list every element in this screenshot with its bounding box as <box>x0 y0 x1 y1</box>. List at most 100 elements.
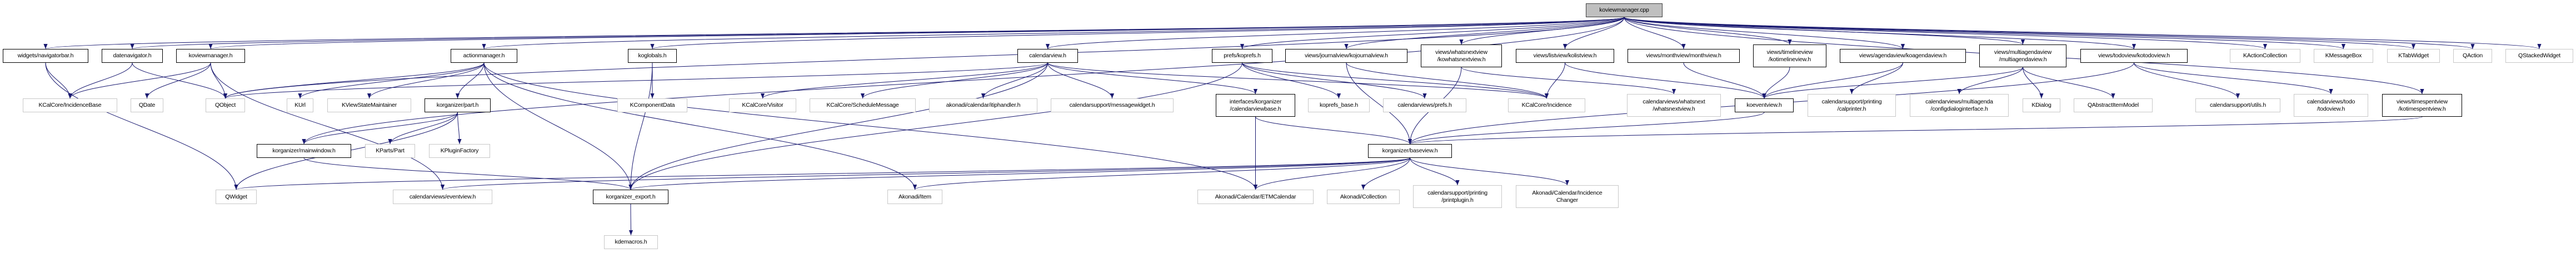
edge-baseview-to-export <box>628 157 1410 190</box>
edge-calview-to-cvbase <box>1047 62 1257 95</box>
graph-node-qstacked: QStackedWidget <box>2505 49 2573 63</box>
edge-koprefs-to-incidence <box>1242 62 1549 99</box>
edge-koglobals-to-export <box>628 62 653 190</box>
edge-cpp-to-journal <box>1344 17 1625 49</box>
edge-whatsnext-to-wnview <box>1461 67 1676 95</box>
edge-cpp-to-todoview <box>1624 17 2136 49</box>
graph-node-kcompdata: KComponentData <box>617 98 687 112</box>
graph-node-datenav[interactable]: datenavigator.h <box>102 49 163 63</box>
edge-cpp-to-agenda <box>1624 17 1905 49</box>
graph-node-whatsnext[interactable]: views/whatsnextview /kowhatsnextview.h <box>1421 44 1502 67</box>
graph-node-mainwin[interactable]: korganizer/mainwindow.h <box>257 144 351 158</box>
graph-node-kvsm: KViewStateMaintainer <box>327 98 411 112</box>
edge-actmgr-to-part <box>455 62 485 99</box>
graph-node-itip: akonadi/calendar/itiphandler.h <box>929 98 1037 112</box>
graph-node-monthview[interactable]: views/monthview/monthview.h <box>1628 49 1740 63</box>
edge-navbar-to-incbase <box>45 62 72 99</box>
graph-node-wnview: calendarviews/whatsnext /whatsnextview.h <box>1627 94 1721 117</box>
graph-node-csutils: calendarsupport/utils.h <box>2195 98 2280 112</box>
graph-node-navbar[interactable]: widgets/navigatorbar.h <box>3 49 88 63</box>
edge-cpp-to-kactcoll <box>1624 17 2267 49</box>
graph-node-journal[interactable]: views/journalview/kojournalview.h <box>1285 49 1407 63</box>
graph-node-akcoll: Akonadi/Collection <box>1327 190 1400 204</box>
edge-cpp-to-whatsnext <box>1459 17 1625 45</box>
edge-calview-to-msgwidget <box>1047 62 1115 99</box>
graph-node-todoview[interactable]: views/todoview/kotodoview.h <box>2080 49 2188 63</box>
graph-node-cfgdlg: calendarviews/multiagenda /configdialogi… <box>1910 94 2009 117</box>
edge-todoview-to-cvtodo <box>2134 62 2333 95</box>
graph-node-qdate: QDate <box>131 98 163 112</box>
edge-part-to-kplugin <box>457 112 462 145</box>
graph-node-eventview: calendarviews/eventview.h <box>393 190 492 204</box>
graph-node-kactcoll: KActionCollection <box>2230 49 2300 63</box>
graph-node-koevent[interactable]: koeventview.h <box>1735 98 1794 112</box>
graph-node-agenda[interactable]: views/agendaview/koagendaview.h <box>1840 49 1966 63</box>
graph-node-timeline[interactable]: views/timelineview /kotimelineview.h <box>1753 44 1826 67</box>
edge-listview-to-incidence <box>1544 62 1565 99</box>
graph-node-koprefs[interactable]: prefs/koprefs.h <box>1212 49 1272 63</box>
graph-node-cvprefs: calendarviews/prefs.h <box>1383 98 1466 112</box>
edge-navbar-to-qwidget <box>45 62 238 190</box>
graph-node-export[interactable]: korganizer_export.h <box>593 190 668 204</box>
edge-journal-to-baseview <box>1346 62 1412 145</box>
edge-part-to-kparts <box>388 112 458 145</box>
graph-node-qwidget: QWidget <box>216 190 257 204</box>
edge-multiagenda-to-kdialog <box>2023 67 2044 99</box>
graph-node-visitor: KCalCore/Visitor <box>729 98 796 112</box>
graph-node-kplugin: KPluginFactory <box>429 144 490 158</box>
graph-node-calview[interactable]: calendarview.h <box>1017 49 1078 63</box>
edge-calview-to-schedmsg <box>861 62 1048 99</box>
edge-actmgr-to-akitem <box>483 62 917 190</box>
edge-baseview-to-akcoll <box>1361 157 1410 190</box>
edge-calview-to-visitor <box>761 62 1048 99</box>
graph-node-calprinter: calendarsupport/printing /calprinter.h <box>1808 94 1896 117</box>
graph-node-kdemacros: kdemacros.h <box>604 235 658 249</box>
graph-node-koglobals[interactable]: koglobals.h <box>628 49 677 63</box>
edge-kvmh-to-qobject <box>210 62 228 99</box>
graph-node-incbase: KCalCore/IncidenceBase <box>23 98 117 112</box>
edge-cpp-to-kmsgbox <box>1624 17 2345 49</box>
edge-koprefs-to-cvprefs <box>1242 62 1427 99</box>
edge-agenda-to-koevent <box>1762 62 1903 99</box>
graph-node-cvbase[interactable]: interfaces/korganizer /calendarviewbase.… <box>1216 94 1295 117</box>
edge-calview-to-incidence <box>1047 62 1549 99</box>
edge-calview-to-qobject <box>223 62 1048 99</box>
edge-cpp-to-qobject <box>223 17 1625 99</box>
edge-baseview-to-printplugin <box>1410 157 1460 186</box>
graph-node-cpp[interactable]: koviewmanager.cpp <box>1586 3 1663 17</box>
graph-node-schedmsg: KCalCore/ScheduleMessage <box>810 98 916 112</box>
graph-node-qaction: QAction <box>2453 49 2492 63</box>
edge-baseview-to-incchanger <box>1410 157 1569 186</box>
graph-node-koprefsbase: koprefs_base.h <box>1308 98 1370 112</box>
edge-todoview-to-csutils <box>2134 62 2240 99</box>
graph-node-listview[interactable]: views/listview/kolistview.h <box>1516 49 1614 63</box>
edge-cpp-to-kvmh <box>209 17 1625 49</box>
edge-agenda-to-calprinter <box>1849 62 1903 95</box>
graph-node-kvmh[interactable]: koviewmanager.h <box>176 49 245 63</box>
graph-node-incidence: KCalCore/Incidence <box>1508 98 1585 112</box>
edge-multiagenda-to-qaim <box>2023 67 2115 99</box>
graph-node-timespent[interactable]: views/timespentview /kotimespentview.h <box>2382 94 2462 117</box>
graph-node-baseview[interactable]: korganizer/baseview.h <box>1368 144 1452 158</box>
edge-actmgr-to-qobject <box>223 62 485 99</box>
graph-node-incchanger: Akonadi/Calendar/Incidence Changer <box>1516 185 1619 208</box>
graph-node-actmgr[interactable]: actionmanager.h <box>451 49 517 63</box>
edge-calview-to-export <box>628 62 1048 190</box>
edge-actmgr-to-kurl <box>298 62 485 99</box>
edge-cpp-to-qstacked <box>1624 17 2541 49</box>
edge-koprefs-to-export <box>628 62 1242 190</box>
edge-cpp-to-listview <box>1562 17 1625 49</box>
graph-node-multiagenda[interactable]: views/multiagendaview /multiagendaview.h <box>1979 44 2066 67</box>
edge-actmgr-to-export <box>483 62 633 190</box>
edge-cpp-to-mainwin <box>302 17 1625 145</box>
graph-node-part[interactable]: korganizer/part.h <box>425 98 491 112</box>
edge-kvmh-to-qdate <box>144 62 211 99</box>
edge-baseview-to-eventview <box>441 157 1410 190</box>
graph-node-ktabw: KTabWidget <box>2387 49 2440 63</box>
edge-datenav-to-incbase <box>68 62 133 99</box>
edge-part-to-mainwin <box>302 112 458 145</box>
edge-actmgr-to-etm <box>483 62 1257 190</box>
edge-baseview-to-etm <box>1254 157 1410 190</box>
edge-cpp-to-monthview <box>1624 17 1686 49</box>
